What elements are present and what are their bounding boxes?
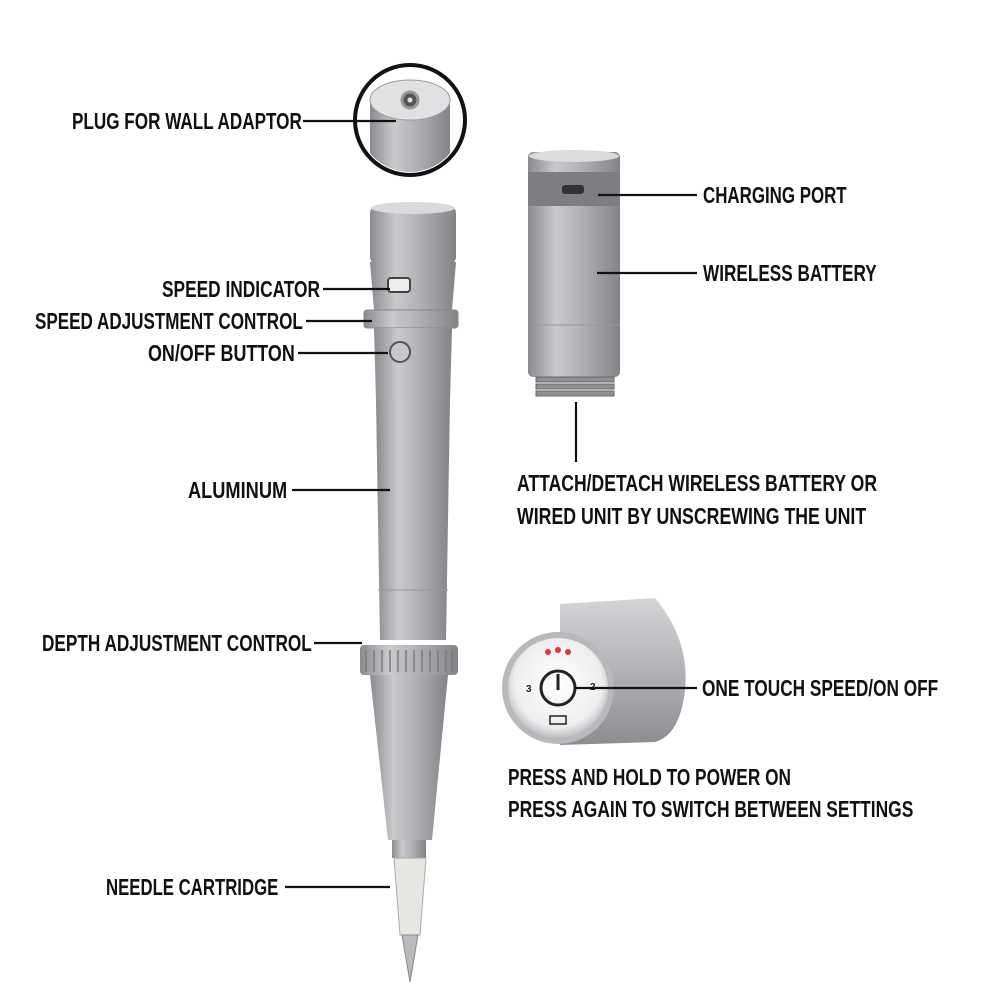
plug-inset xyxy=(353,63,467,177)
label-speed-adjustment: SPEED ADJUSTMENT CONTROL xyxy=(35,308,303,334)
label-charging-port: CHARGING PORT xyxy=(703,182,847,208)
label-press-line2: PRESS AGAIN TO SWITCH BETWEEN SETTINGS xyxy=(508,796,914,822)
label-wireless-battery: WIRELESS BATTERY xyxy=(703,260,877,286)
touch-unit: 3 2 xyxy=(502,598,686,745)
label-attach-line2: WIRED UNIT BY UNSCREWING THE UNIT xyxy=(517,503,867,529)
wireless-battery xyxy=(528,150,620,397)
charging-port-icon xyxy=(562,185,584,194)
pen-device xyxy=(360,202,459,983)
speed-digit-left: 3 xyxy=(526,684,532,695)
label-one-touch: ONE TOUCH SPEED/ON OFF xyxy=(702,675,939,701)
label-on-off: ON/OFF BUTTON xyxy=(148,340,295,366)
speed-indicator-icon xyxy=(387,277,411,293)
speed-adjustment-ring[interactable] xyxy=(363,309,459,329)
battery-icon xyxy=(549,715,567,725)
label-press-line1: PRESS AND HOLD TO POWER ON xyxy=(508,764,791,790)
led-indicator xyxy=(545,649,551,655)
label-needle: NEEDLE CARTRIDGE xyxy=(106,874,279,900)
label-plug: PLUG FOR WALL ADAPTOR xyxy=(72,108,302,134)
label-speed-indicator: SPEED INDICATOR xyxy=(162,276,321,302)
label-depth-adjustment: DEPTH ADJUSTMENT CONTROL xyxy=(42,630,312,656)
label-attach-line1: ATTACH/DETACH WIRELESS BATTERY OR xyxy=(517,470,878,496)
depth-adjustment-ring[interactable] xyxy=(360,645,458,675)
label-aluminum: ALUMINUM xyxy=(188,477,288,503)
needle-cartridge xyxy=(393,857,427,936)
leader-lines xyxy=(285,119,697,889)
power-button-icon[interactable] xyxy=(389,341,411,363)
